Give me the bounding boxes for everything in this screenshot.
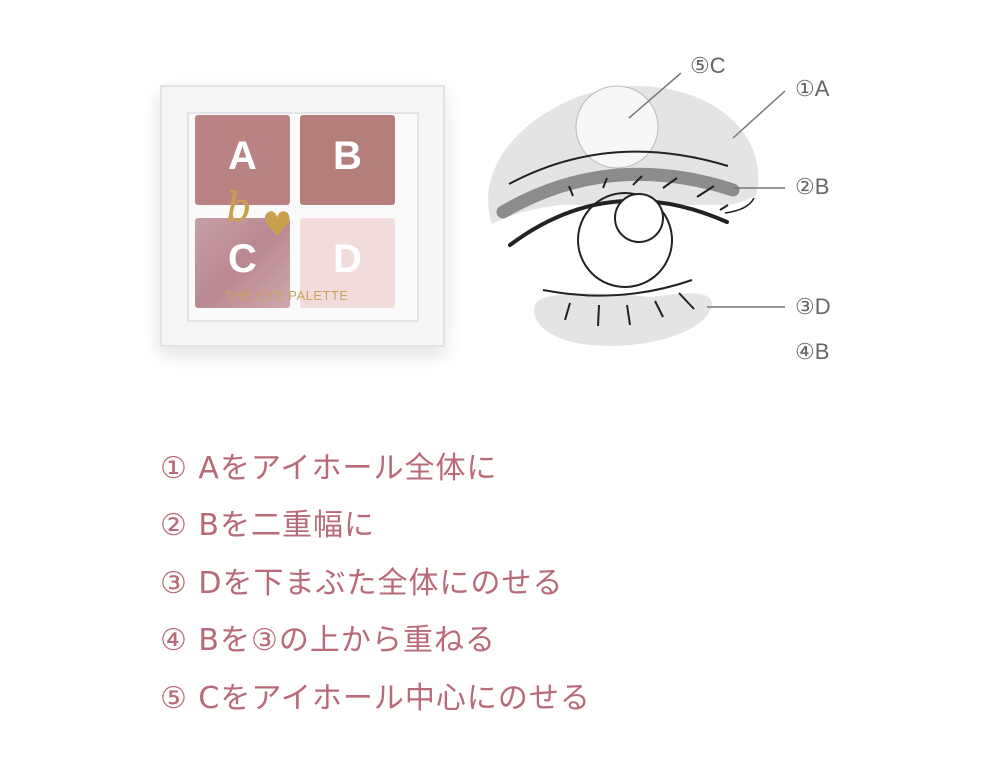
under-eye-area (534, 293, 712, 346)
lower-lashes (564, 292, 695, 327)
label-1a: ①A (795, 76, 830, 101)
pan-b: B (300, 115, 395, 205)
pan-d: D (300, 218, 395, 308)
leader-lines (628, 72, 786, 308)
brand-logo: b (226, 185, 252, 231)
center-highlight-area (575, 85, 659, 169)
upper-lashes (568, 175, 729, 211)
label-5c: ⑤C (690, 53, 726, 78)
lid-tail (724, 197, 755, 214)
lower-lid-line (542, 279, 693, 297)
pan-a-label: A (228, 133, 257, 178)
pan-b-label: B (333, 133, 362, 178)
step-3: ③ Dを下まぶた全体にのせる (160, 566, 564, 601)
step-2: ② Bを二重幅に (160, 508, 376, 543)
step-5: ⑤ Cをアイホール中心にのせる (160, 681, 591, 716)
double-lid-band (496, 167, 740, 219)
upper-lid-line (508, 198, 729, 247)
heart-icon: ♥ (262, 205, 293, 245)
product-name: THE EYE PALETTE (225, 288, 349, 303)
label-2b: ②B (795, 174, 830, 199)
label-4b: ④B (795, 339, 830, 364)
pan-c-label: C (228, 236, 257, 281)
pupil-highlight (614, 193, 664, 243)
step-4: ④ Bを③の上から重ねる (160, 623, 496, 658)
pan-a: A (195, 115, 290, 205)
pan-c: C (195, 218, 290, 308)
label-3d: ③D (795, 294, 831, 319)
step-1: ① Aをアイホール全体に (160, 451, 498, 486)
pan-d-label: D (333, 236, 362, 281)
crease-line (508, 150, 729, 185)
iris (577, 192, 673, 288)
